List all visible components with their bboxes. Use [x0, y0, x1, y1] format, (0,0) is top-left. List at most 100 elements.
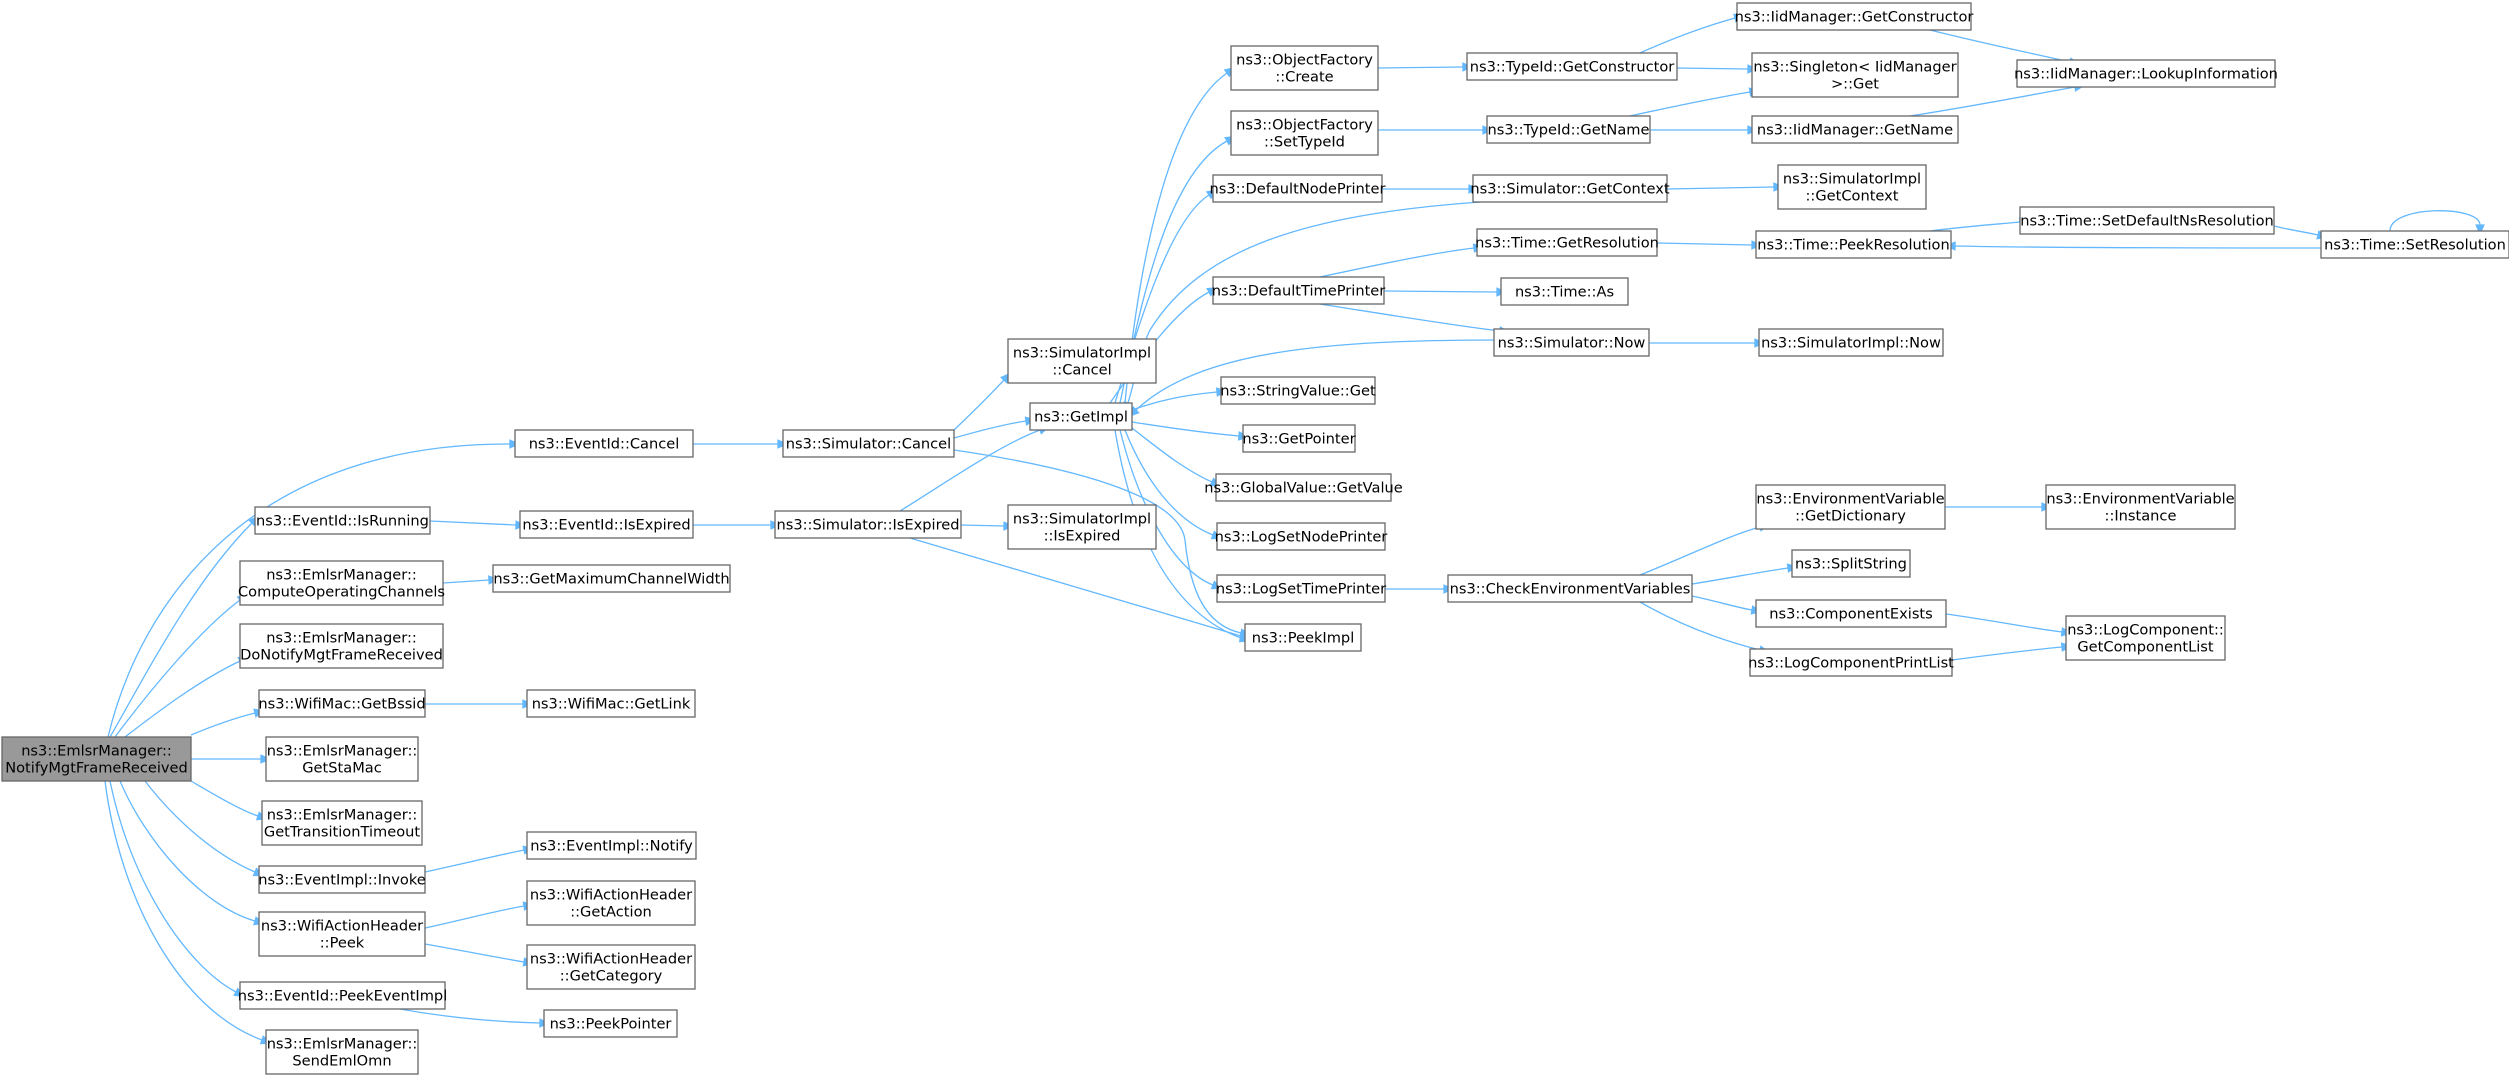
- call-edge: [1656, 240, 1763, 250]
- function-node[interactable]: ns3::EventId::IsExpired: [519, 510, 694, 539]
- function-node[interactable]: ns3::Simulator::IsExpired: [774, 510, 962, 539]
- node-label: ns3::EnvironmentVariable: [2046, 491, 2234, 508]
- node-box: [2016, 59, 2276, 88]
- edge-line: [1377, 66, 1464, 69]
- function-node[interactable]: ns3::PeekPointer: [543, 1009, 678, 1038]
- function-node[interactable]: ns3::EmlsrManager::SendEmlOmn: [265, 1029, 419, 1075]
- function-node[interactable]: ns3::LogSetNodePrinter: [1215, 522, 1388, 551]
- node-label: ns3::ComponentExists: [1769, 606, 1933, 623]
- node-label: ns3::EventImpl::Invoke: [258, 872, 426, 889]
- function-node[interactable]: ns3::Simulator::GetContext: [1470, 174, 1670, 203]
- function-node[interactable]: ns3::DefaultTimePrinter: [1212, 276, 1386, 305]
- node-box: [782, 429, 955, 458]
- node-box: [1472, 174, 1668, 203]
- function-node[interactable]: ns3::ComponentExists: [1755, 599, 1947, 628]
- call-edge: [191, 754, 272, 764]
- function-node[interactable]: ns3::SimulatorImpl::GetContext: [1777, 164, 1927, 210]
- edge-line: [953, 449, 1242, 634]
- node-label: ns3::EventId::Cancel: [529, 436, 680, 453]
- function-node[interactable]: ns3::IidManager::GetName: [1751, 115, 1959, 144]
- function-node[interactable]: ns3::WifiActionHeader::Peek: [258, 911, 426, 957]
- edge-line: [1383, 290, 1498, 293]
- edge-line: [114, 599, 241, 738]
- function-node[interactable]: ns3::TypeId::GetName: [1486, 115, 1651, 144]
- function-node[interactable]: ns3::PeekImpl: [1244, 623, 1362, 652]
- function-node[interactable]: ns3::LogComponentPrintList: [1748, 648, 1954, 677]
- function-node[interactable]: ns3::EventId::PeekEventImpl: [238, 981, 448, 1010]
- function-node[interactable]: ns3::WifiActionHeader::GetAction: [526, 880, 696, 926]
- edge-line: [144, 780, 256, 873]
- function-node[interactable]: ns3::EventId::IsRunning: [254, 506, 431, 535]
- node-label: ns3::IidManager::LookupInformation: [2014, 66, 2278, 83]
- function-node[interactable]: ns3::EventId::Cancel: [514, 429, 694, 458]
- function-node[interactable]: ns3::Time::PeekResolution: [1755, 230, 1952, 259]
- node-label: ComputeOperatingChannels: [238, 584, 445, 601]
- function-node[interactable]: ns3::CheckEnvironmentVariables: [1447, 574, 1693, 603]
- function-node[interactable]: ns3::Time::As: [1500, 277, 1629, 306]
- function-node[interactable]: ns3::SimulatorImpl::Now: [1758, 328, 1944, 357]
- function-node[interactable]: ns3::StringValue::Get: [1220, 376, 1376, 405]
- function-node[interactable]: ns3::ObjectFactory::SetTypeId: [1230, 110, 1379, 156]
- function-node[interactable]: ns3::WifiMac::GetBssid: [258, 689, 426, 718]
- function-node[interactable]: ns3::EmlsrManager::ComputeOperatingChann…: [238, 560, 445, 606]
- node-label: ns3::EnvironmentVariable: [1756, 491, 1944, 508]
- function-node[interactable]: ns3::EnvironmentVariable::GetDictionary: [1755, 484, 1946, 530]
- function-node[interactable]: ns3::LogComponent::GetComponentList: [2065, 615, 2226, 661]
- call-edge: [119, 780, 266, 926]
- function-node[interactable]: ns3::ObjectFactory::Create: [1230, 45, 1379, 91]
- node-label: ::SetTypeId: [1264, 134, 1345, 151]
- function-node[interactable]: ns3::Time::GetResolution: [1475, 228, 1659, 257]
- node-label: ns3::DefaultNodePrinter: [1210, 181, 1386, 198]
- edge-line: [124, 660, 241, 738]
- edge-line: [909, 537, 1242, 637]
- edge-line: [1119, 429, 1214, 586]
- function-node[interactable]: ns3::Simulator::Cancel: [782, 429, 955, 458]
- call-edge: [2273, 225, 2329, 240]
- function-node[interactable]: ns3::SimulatorImpl::Cancel: [1007, 338, 1157, 384]
- function-node[interactable]: ns3::GetImpl: [1029, 402, 1133, 431]
- node-box: [239, 623, 444, 669]
- node-label: ns3::Simulator::Now: [1498, 335, 1646, 352]
- function-node[interactable]: ns3::GetPointer: [1242, 424, 1356, 453]
- node-label: GetStaMac: [302, 760, 382, 777]
- call-edge: [693, 439, 789, 449]
- function-node[interactable]: ns3::DefaultNodePrinter: [1210, 174, 1386, 203]
- function-node[interactable]: ns3::IidManager::GetConstructor: [1735, 2, 1974, 31]
- function-node[interactable]: ns3::Time::SetDefaultNsResolution: [2019, 206, 2275, 235]
- node-box: [1476, 228, 1658, 257]
- function-node[interactable]: ns3::EmlsrManager::DoNotifyMgtFrameRecei…: [239, 623, 444, 669]
- node-label: ::Create: [1275, 69, 1333, 86]
- function-node[interactable]: ns3::LogSetTimePrinter: [1216, 574, 1386, 603]
- node-label: ::Instance: [2105, 508, 2177, 525]
- node-label: ns3::Simulator::IsExpired: [777, 517, 960, 534]
- node-label: ns3::TypeId::GetConstructor: [1470, 59, 1675, 76]
- function-node[interactable]: ns3::SplitString: [1791, 549, 1911, 578]
- function-node[interactable]: ns3::TypeId::GetConstructor: [1466, 52, 1678, 81]
- function-node[interactable]: ns3::EnvironmentVariable::Instance: [2045, 484, 2236, 530]
- function-node[interactable]: ns3::EmlsrManager::GetTransitionTimeout: [261, 800, 423, 846]
- node-box: [1755, 484, 1946, 530]
- function-node[interactable]: ns3::WifiMac::GetLink: [526, 689, 696, 718]
- node-box: [1220, 376, 1376, 405]
- function-node[interactable]: ns3::GlobalValue::GetValue: [1204, 473, 1403, 502]
- function-node[interactable]: ns3::WifiActionHeader::GetCategory: [526, 944, 696, 990]
- root-function-node[interactable]: ns3::EmlsrManager::NotifyMgtFrameReceive…: [1, 736, 192, 782]
- node-label: ns3::EventId::PeekEventImpl: [238, 988, 448, 1005]
- function-node[interactable]: ns3::IidManager::LookupInformation: [2014, 59, 2278, 88]
- function-node[interactable]: ns3::Singleton< IidManager >::Get: [1751, 52, 1959, 98]
- function-node[interactable]: ns3::GetMaximumChannelWidth: [492, 564, 731, 593]
- node-box: [1029, 402, 1133, 431]
- node-label: ns3::Time::As: [1515, 284, 1614, 301]
- function-node[interactable]: ns3::EventImpl::Invoke: [258, 865, 426, 894]
- function-node[interactable]: ns3::EventImpl::Notify: [526, 831, 697, 860]
- node-label: ns3::IidManager::GetConstructor: [1735, 9, 1974, 26]
- node-box: [1007, 338, 1157, 384]
- call-edge: [1378, 125, 1494, 135]
- function-node[interactable]: ns3::EmlsrManager::GetStaMac: [265, 736, 419, 782]
- function-node[interactable]: ns3::Simulator::Now: [1493, 328, 1650, 357]
- node-label: ns3::SplitString: [1795, 556, 1907, 573]
- edge-line: [190, 712, 256, 736]
- node-box: [519, 510, 694, 539]
- function-node[interactable]: ns3::SimulatorImpl::IsExpired: [1007, 504, 1157, 550]
- function-node[interactable]: ns3::Time::SetResolution: [2320, 230, 2509, 259]
